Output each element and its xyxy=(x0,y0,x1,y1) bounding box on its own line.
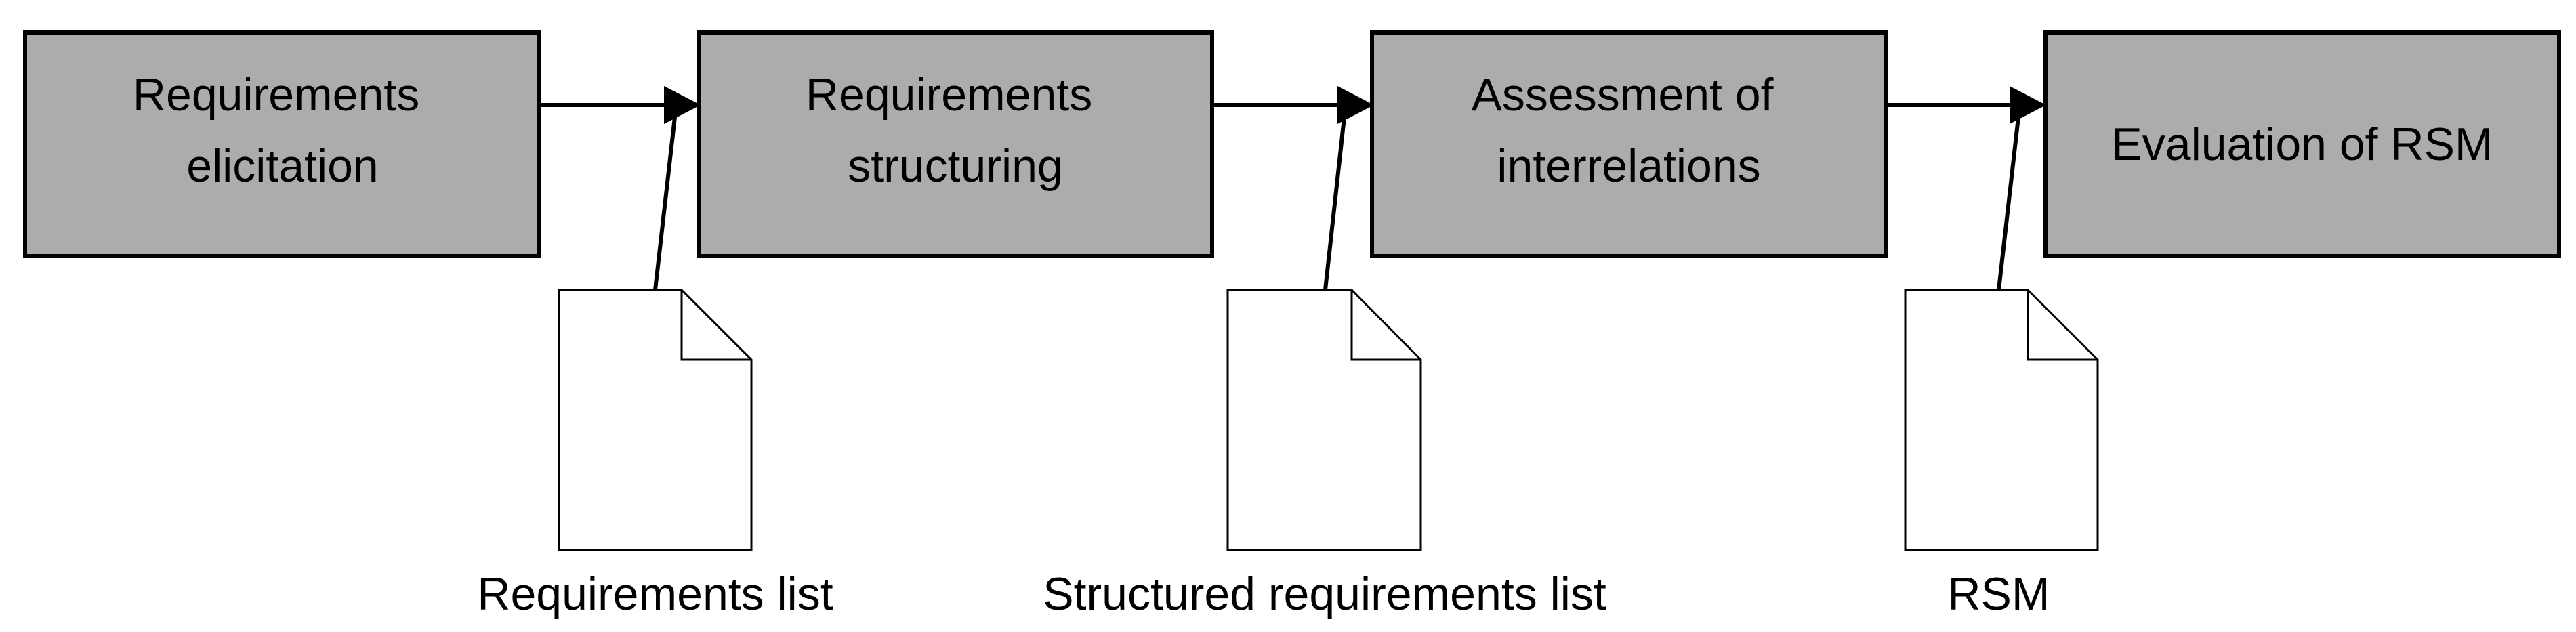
step-box xyxy=(1370,30,1888,258)
step-label-line-2: elicitation xyxy=(186,140,379,192)
document-icon xyxy=(558,289,753,551)
step-label: Requirements structuring xyxy=(806,69,1105,192)
document-icon xyxy=(1904,289,2099,551)
step-label-line-1: Requirements xyxy=(133,69,419,121)
document-3: RSM xyxy=(1904,289,2099,620)
document-fold-corner xyxy=(1350,290,1421,361)
document-fold-corner xyxy=(2027,290,2098,361)
arrowhead-icon xyxy=(664,86,701,124)
process-step-2: Requirements structuring xyxy=(697,30,1214,258)
document-label: Requirements list xyxy=(477,568,833,620)
document-2: Structured requirements list xyxy=(1043,289,1606,620)
document-label: RSM xyxy=(1947,568,2050,620)
arrowhead-icon xyxy=(2010,86,2046,124)
step-label: Evaluation of RSM xyxy=(2111,119,2493,170)
document-1: Requirements list xyxy=(477,289,833,620)
step-box xyxy=(23,30,541,258)
step-label: Assessment of interrelations xyxy=(1472,69,1787,192)
step-label-line-2: structuring xyxy=(848,140,1062,192)
flow-connectors xyxy=(539,86,2046,124)
document-icon xyxy=(1226,289,1422,551)
arrowhead-icon xyxy=(1337,86,1374,124)
process-step-1: Requirements elicitation xyxy=(23,30,541,258)
step-label-line-1: Requirements xyxy=(806,69,1092,121)
document-link-2 xyxy=(1323,104,1348,291)
document-links xyxy=(653,104,2022,291)
process-step-3: Assessment of interrelations xyxy=(1370,30,1888,258)
process-step-4: Evaluation of RSM xyxy=(2043,30,2561,258)
step-label-line-1: Assessment of xyxy=(1472,69,1774,121)
step-box xyxy=(2043,30,2561,258)
document-link-3 xyxy=(1997,104,2022,291)
document-label: Structured requirements list xyxy=(1043,568,1606,620)
step-label-line-2: interrelations xyxy=(1497,140,1760,192)
document-fold-corner xyxy=(680,290,751,361)
document-link-1 xyxy=(653,104,678,291)
step-label: Requirements elicitation xyxy=(133,69,432,192)
step-box xyxy=(697,30,1214,258)
